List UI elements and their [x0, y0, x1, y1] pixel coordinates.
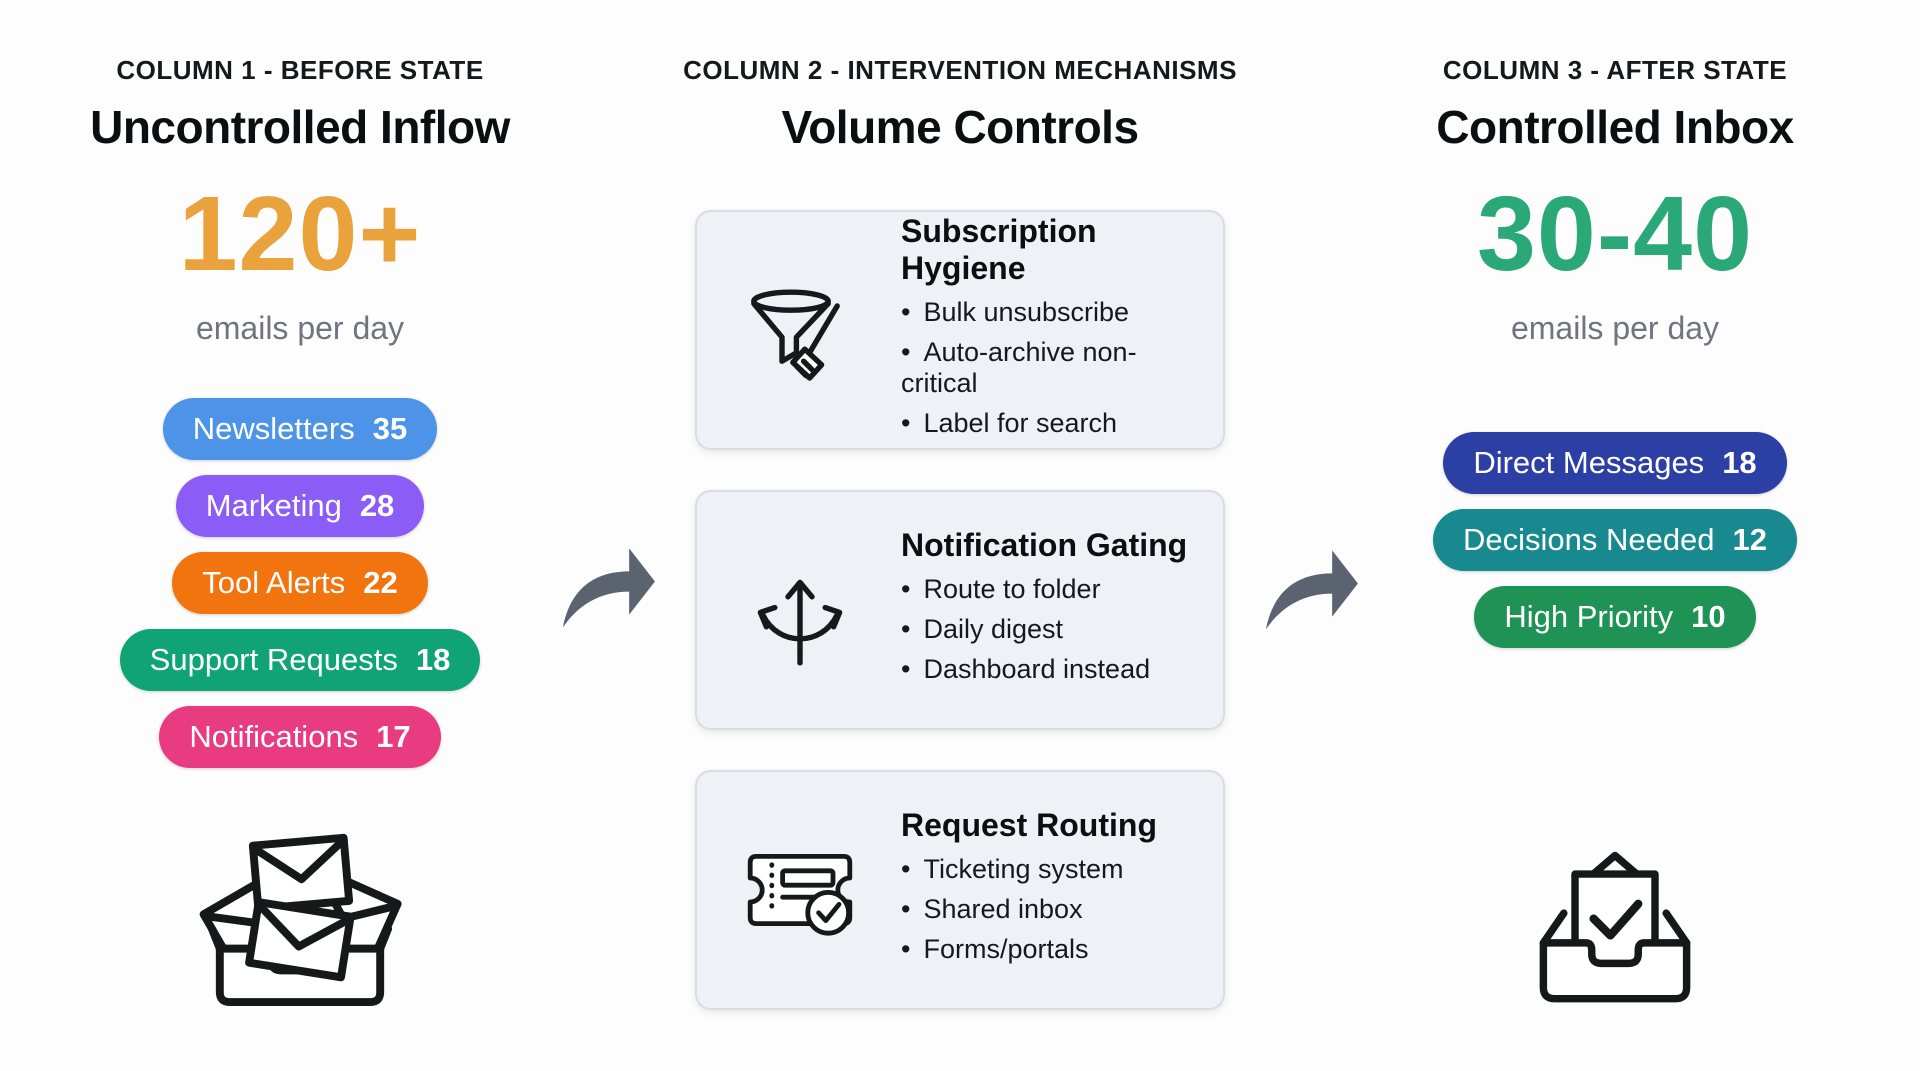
after-pill-list: Direct Messages 18 Decisions Needed 12 H…: [1345, 432, 1885, 648]
card-bullet: Bulk unsubscribe: [901, 297, 1205, 328]
after-metric-value: 30-40: [1476, 175, 1754, 293]
before-metric-value: 120+: [178, 175, 422, 293]
card-bullet: Label for search: [901, 408, 1205, 439]
pill-direct-messages: Direct Messages 18: [1443, 432, 1787, 494]
card-bullet: Auto-archive non-critical: [901, 337, 1205, 399]
pill-count: 17: [376, 719, 411, 754]
before-state-column: COLUMN 1 - BEFORE STATE Uncontrolled Inf…: [30, 0, 570, 1071]
card-title: Request Routing: [901, 806, 1157, 843]
flow-arrow-right-icon: [1265, 550, 1358, 630]
card-icon-wrap: [725, 550, 875, 670]
card-icon-wrap: [725, 270, 875, 390]
pill-count: 22: [363, 565, 398, 600]
ticket-check-icon: [747, 854, 853, 936]
pill-label: Tool Alerts: [202, 565, 346, 600]
column3-kicker: COLUMN 3 - AFTER STATE: [1442, 55, 1788, 85]
after-metric-caption: emails per day: [1510, 310, 1720, 346]
pill-support-requests: Support Requests 18: [119, 629, 481, 691]
after-state-column: COLUMN 3 - AFTER STATE Controlled Inbox …: [1345, 0, 1885, 1071]
card-bullet: Shared inbox: [901, 894, 1157, 925]
pill-count: 12: [1732, 522, 1768, 557]
pill-newsletters: Newsletters 35: [162, 398, 438, 460]
pill-label: Notifications: [189, 719, 359, 754]
intervention-column: COLUMN 2 - INTERVENTION MECHANISMS Volum…: [640, 0, 1280, 1071]
pill-label: Direct Messages: [1473, 445, 1705, 480]
funnel-broom-icon: [751, 289, 840, 381]
pill-count: 35: [372, 411, 408, 446]
flow-arrow-left-icon: [562, 548, 655, 628]
card-icon-wrap: [725, 842, 875, 938]
branching-arrows-icon: [757, 579, 843, 666]
column2-kicker: COLUMN 2 - INTERVENTION MECHANISMS: [683, 55, 1237, 85]
card-bullet: Dashboard instead: [901, 654, 1187, 685]
pill-decisions-needed: Decisions Needed 12: [1432, 509, 1798, 571]
pill-label: Newsletters: [192, 411, 355, 446]
card-body: Subscription Hygiene Bulk unsubscribe Au…: [901, 213, 1205, 448]
card-bullet: Route to folder: [901, 574, 1187, 605]
overflowing-inbox-icon: [199, 833, 402, 1007]
pill-count: 18: [1722, 445, 1757, 480]
card-request-routing: Request Routing Ticketing system Shared …: [695, 770, 1225, 1010]
pill-notifications: Notifications 17: [159, 706, 441, 768]
pill-high-priority: High Priority 10: [1474, 586, 1756, 648]
pill-count: 28: [359, 488, 395, 523]
pill-label: High Priority: [1504, 599, 1674, 634]
pill-label: Decisions Needed: [1462, 522, 1715, 557]
clean-inbox-icon: [1539, 851, 1691, 1003]
column1-title: Uncontrolled Inflow: [90, 101, 510, 153]
intervention-card-list: Subscription Hygiene Bulk unsubscribe Au…: [695, 210, 1225, 1010]
column2-title: Volume Controls: [781, 101, 1139, 153]
card-title: Notification Gating: [901, 526, 1188, 563]
column3-title: Controlled Inbox: [1436, 101, 1794, 153]
card-title: Subscription Hygiene: [901, 212, 1097, 286]
card-body: Request Routing Ticketing system Shared …: [901, 807, 1157, 974]
before-pill-list: Newsletters 35 Marketing 28 Tool Alerts …: [30, 398, 570, 768]
card-bullet-list: Ticketing system Shared inbox Forms/port…: [901, 854, 1157, 965]
column1-kicker: COLUMN 1 - BEFORE STATE: [116, 55, 484, 85]
before-metric-caption: emails per day: [195, 310, 405, 346]
card-bullet: Daily digest: [901, 614, 1187, 645]
pill-count: 18: [415, 642, 451, 677]
card-bullet-list: Route to folder Daily digest Dashboard i…: [901, 574, 1187, 685]
card-subscription-hygiene: Subscription Hygiene Bulk unsubscribe Au…: [695, 210, 1225, 450]
pill-label: Marketing: [205, 488, 342, 523]
pill-tool-alerts: Tool Alerts 22: [172, 552, 428, 614]
card-bullet: Forms/portals: [901, 934, 1157, 965]
card-bullet: Ticketing system: [901, 854, 1157, 885]
card-bullet-list: Bulk unsubscribe Auto-archive non-critic…: [901, 297, 1205, 439]
pill-count: 10: [1691, 599, 1726, 634]
card-notification-gating: Notification Gating Route to folder Dail…: [695, 490, 1225, 730]
pill-marketing: Marketing 28: [175, 475, 425, 537]
card-body: Notification Gating Route to folder Dail…: [901, 527, 1187, 694]
pill-label: Support Requests: [149, 642, 398, 677]
